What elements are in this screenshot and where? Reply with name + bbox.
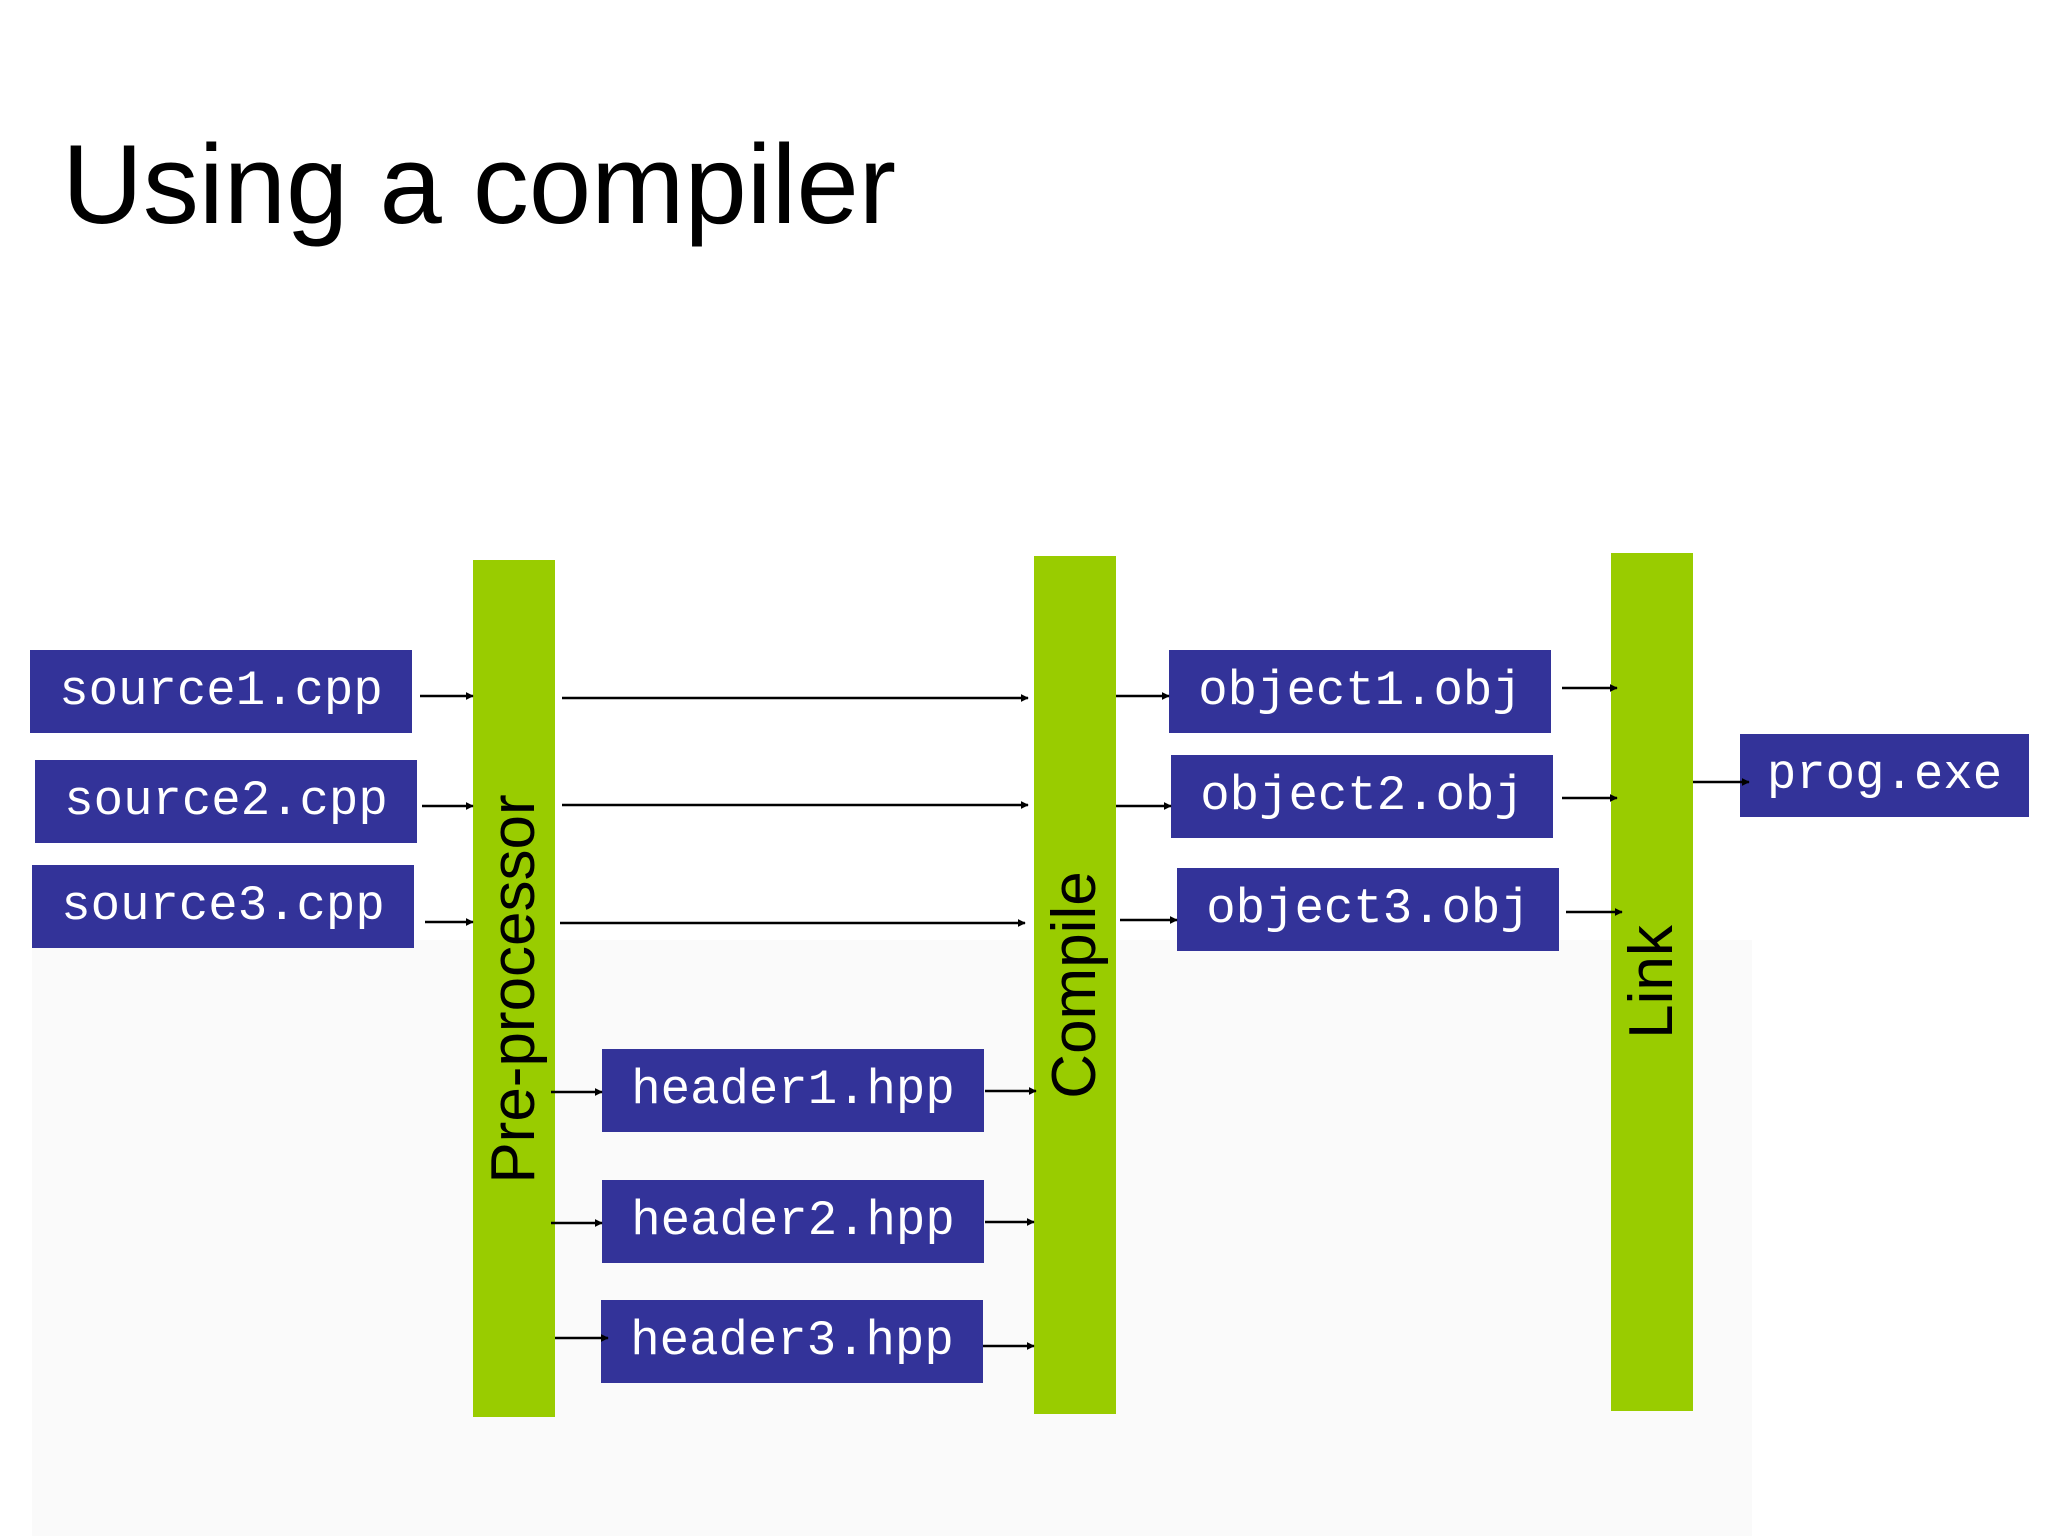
page-title: Using a compiler: [62, 122, 897, 247]
output-executable: prog.exe: [1740, 734, 2029, 817]
preprocessor-stage: Pre-processor: [473, 560, 555, 1417]
object-file-3: object3.obj: [1177, 868, 1559, 951]
object-file-1: object1.obj: [1169, 650, 1551, 733]
source-file-3: source3.cpp: [32, 865, 414, 948]
header-file-3: header3.hpp: [601, 1300, 983, 1383]
source-file-2: source2.cpp: [35, 760, 417, 843]
header-file-1: header1.hpp: [602, 1049, 984, 1132]
link-stage: Link: [1611, 553, 1693, 1411]
source-file-1: source1.cpp: [30, 650, 412, 733]
header-file-2: header2.hpp: [602, 1180, 984, 1263]
compile-stage: Compile: [1034, 556, 1116, 1414]
object-file-2: object2.obj: [1171, 755, 1553, 838]
